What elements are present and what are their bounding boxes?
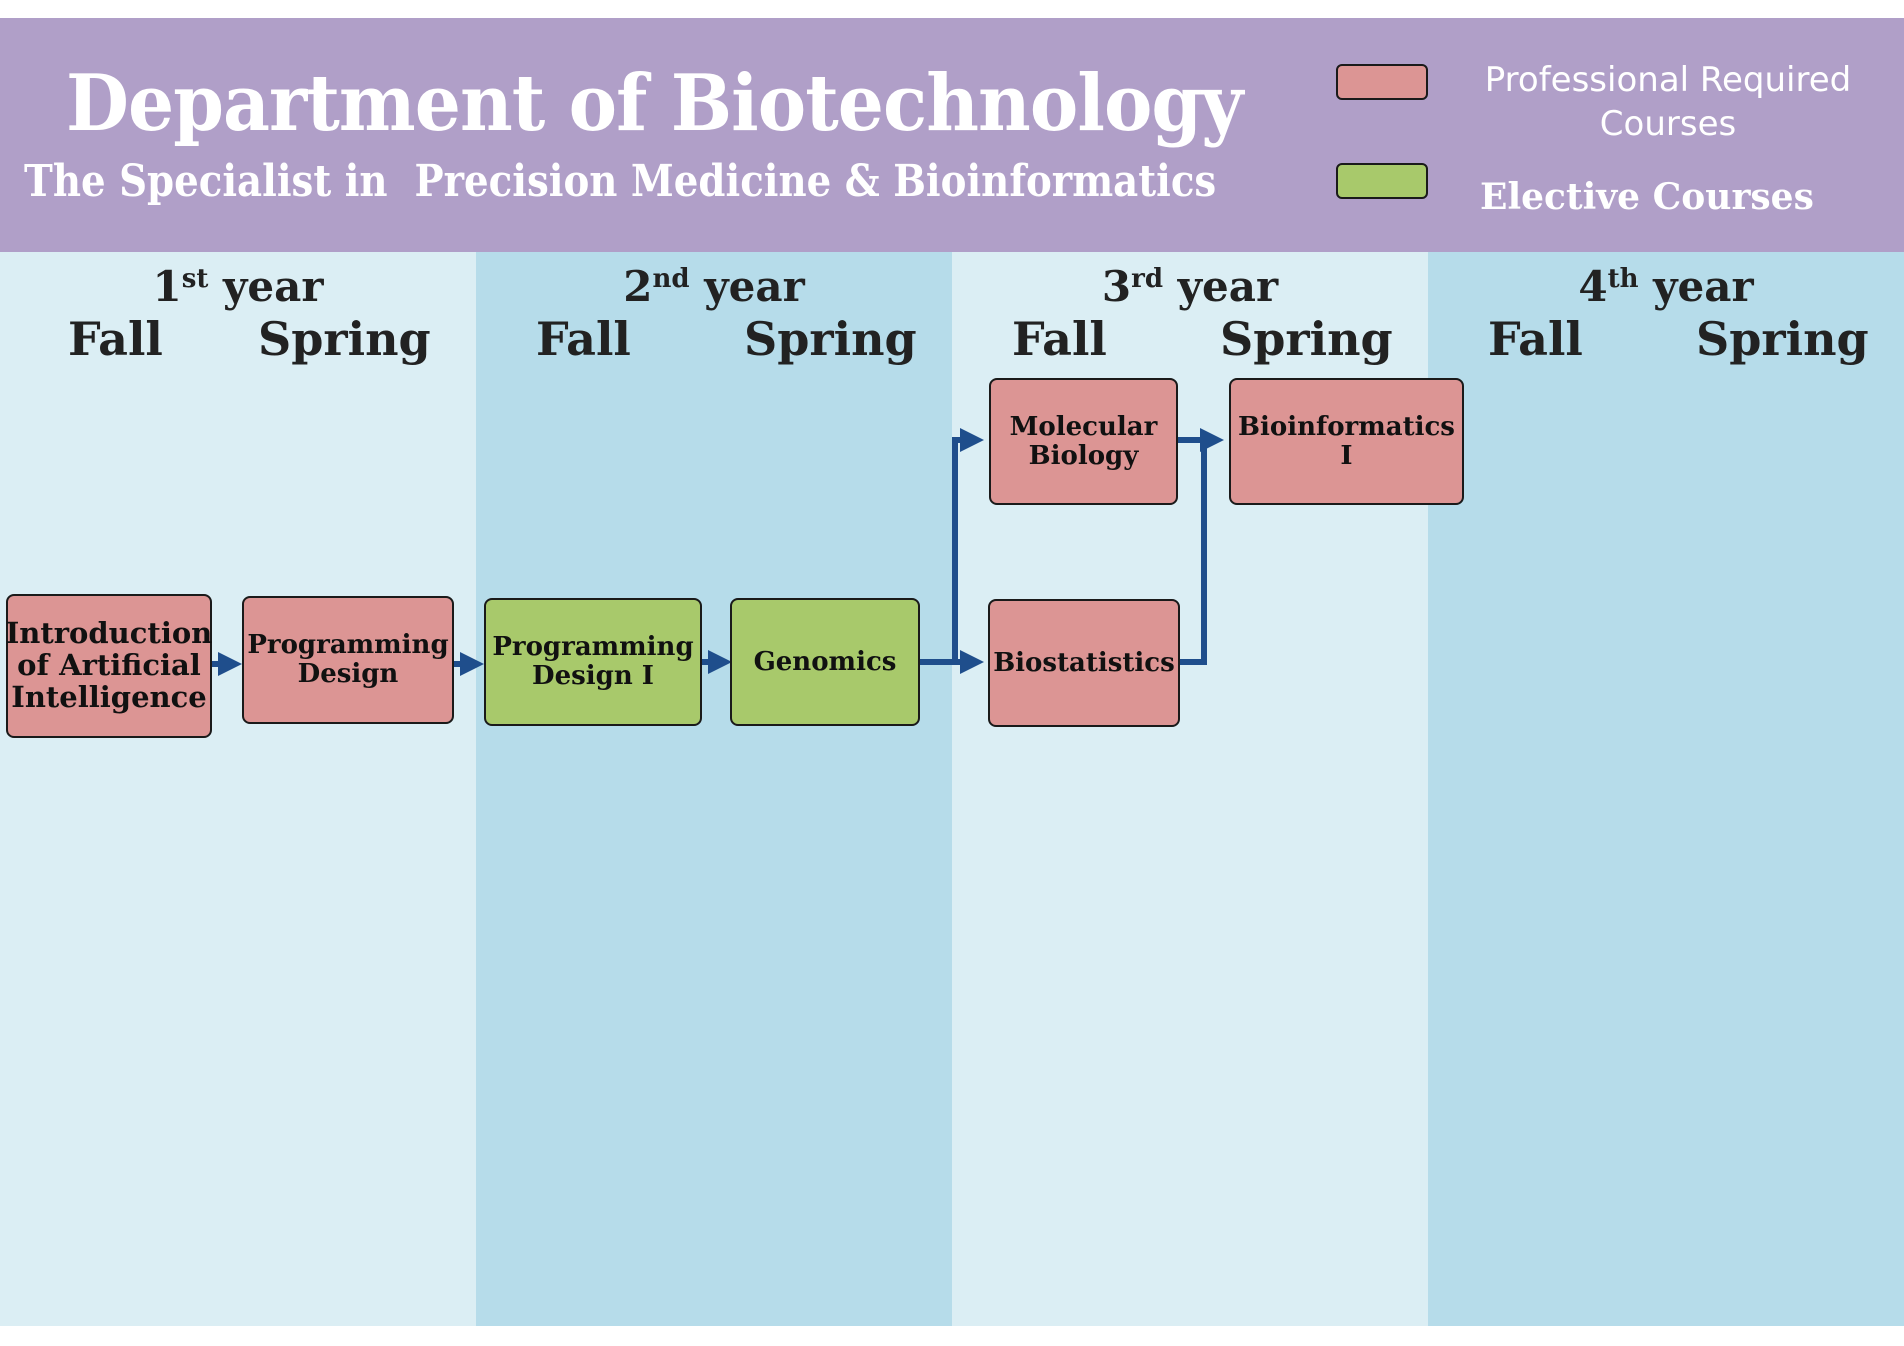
semester-y1-fall: Fall <box>68 312 163 366</box>
semester-y3-spring: Spring <box>1220 312 1393 366</box>
semester-y2-fall: Fall <box>536 312 631 366</box>
course-biostatistics[interactable]: Biostatistics <box>988 599 1180 727</box>
legend-swatch-required <box>1336 64 1428 100</box>
semester-y3-fall: Fall <box>1012 312 1107 366</box>
legend-label-required-line2: Courses <box>1599 104 1737 144</box>
year-column-4 <box>1428 252 1904 1326</box>
year-heading-2: 2nd year <box>623 262 805 311</box>
page-subtitle: The Specialist in Precision Medicine & B… <box>24 156 1217 207</box>
year-heading-4: 4th year <box>1578 262 1754 311</box>
year-heading-1: 1st year <box>152 262 324 311</box>
legend-swatch-elective <box>1336 163 1428 199</box>
legend-label-required-line1: Professional Required <box>1484 60 1852 100</box>
year-column-2 <box>476 252 952 1326</box>
semester-y1-spring: Spring <box>258 312 431 366</box>
semester-y2-spring: Spring <box>744 312 917 366</box>
semester-y4-fall: Fall <box>1488 312 1583 366</box>
semester-y4-spring: Spring <box>1696 312 1869 366</box>
page-title: Department of Biotechnology <box>66 58 1243 149</box>
year-heading-3: 3rd year <box>1101 262 1279 311</box>
legend-label-elective: Elective Courses <box>1480 176 1814 218</box>
year-column-1 <box>0 252 476 1326</box>
legend-label-required: Professional Required Courses <box>1468 58 1868 146</box>
header-banner: Department of Biotechnology The Speciali… <box>0 18 1904 252</box>
course-genomics[interactable]: Genomics <box>730 598 920 726</box>
